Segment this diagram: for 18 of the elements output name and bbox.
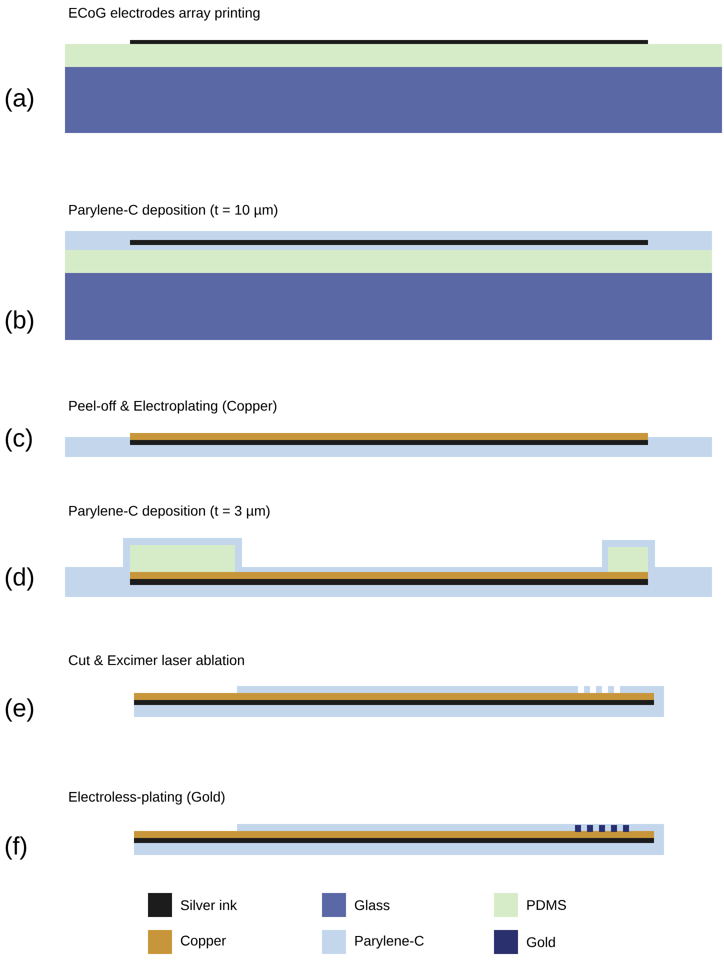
- step-title: Electroless-plating (Gold): [69, 791, 224, 805]
- panel-letter: (e): [6, 698, 34, 722]
- legend-text: Parylene-C: [355, 935, 424, 949]
- legend-text: Copper: [180, 936, 226, 948]
- step-title: Parylene-C deposition (t = 10 µm): [69, 204, 278, 218]
- legend-text: Silver ink: [180, 900, 237, 910]
- step-title: ECoG electrodes array printing: [69, 7, 260, 21]
- panel-letter: (a): [6, 88, 34, 112]
- legend-text: PDMS: [527, 900, 566, 910]
- step-title: Cut & Excimer laser ablation: [68, 654, 244, 666]
- panel-letter: (c): [6, 428, 32, 452]
- panel-letter: (d): [6, 567, 34, 591]
- panel-letter: (b): [6, 310, 34, 334]
- step-title: Parylene-C deposition (t = 3 µm): [69, 505, 270, 519]
- legend-text: Glass: [354, 900, 390, 910]
- panel-letter: (f): [6, 836, 26, 860]
- step-title: Peel-off & Electroplating (Copper): [69, 400, 276, 414]
- legend-text: Gold: [526, 936, 555, 948]
